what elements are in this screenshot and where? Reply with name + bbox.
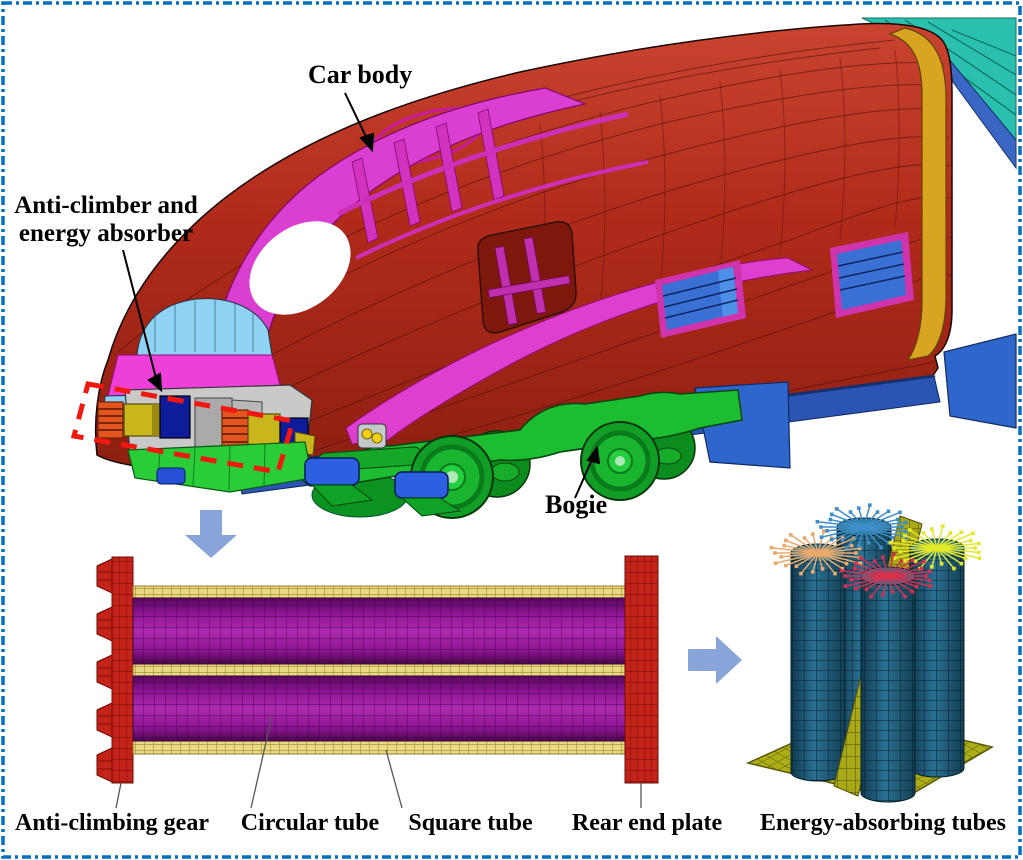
side-window-2	[830, 232, 914, 318]
anti-climber-label-line1: Anti-climber and	[14, 192, 198, 219]
door-opening	[477, 221, 577, 334]
train-model	[70, 17, 1017, 519]
spider-constraint-stars	[769, 503, 982, 599]
tube-right	[909, 538, 965, 778]
anti-climber-label-line2: energy absorber	[18, 220, 194, 247]
square-tube-label: Square tube	[408, 810, 533, 836]
wheelset-rear	[580, 421, 660, 501]
label-arrows	[122, 92, 601, 499]
rear-end-plate-shape	[624, 555, 659, 784]
nose-front	[97, 298, 462, 517]
anti-climber-label: Anti-climber and energy absorber	[8, 192, 204, 248]
energy-absorbing-tubes-label: Energy-absorbing tubes	[759, 810, 1007, 836]
annotation-arrows	[122, 92, 742, 684]
square-tube-shape	[132, 585, 626, 755]
windshield-opening	[249, 221, 351, 315]
anti-climbing-gear-label: Anti-climbing gear	[15, 810, 209, 836]
tube-front	[860, 566, 916, 803]
circular-tube-label: Circular tube	[240, 810, 380, 836]
zoom-to-detail-down-arrow	[185, 510, 237, 558]
bogie-label: Bogie	[545, 490, 608, 519]
body-mesh-ribs	[539, 44, 934, 331]
leader-lines	[115, 715, 642, 809]
side-window-1	[655, 260, 746, 338]
detail-absorber	[96, 555, 659, 809]
rear-end-band	[888, 27, 947, 361]
anti-climbing-gear-shape	[96, 556, 134, 784]
zoom-to-detail-right-arrow	[688, 636, 742, 684]
circular-tube-shape	[132, 597, 626, 742]
side-window-band	[345, 257, 814, 445]
detail-tubes	[745, 503, 994, 803]
bogie-model	[296, 389, 743, 519]
lifting-lug-1	[304, 457, 360, 486]
lifting-lug-2	[394, 471, 449, 499]
anti-climber-unit-1	[97, 395, 191, 439]
underfloor-panel-right	[943, 333, 1017, 429]
rear-end-plate-label: Rear end plate	[571, 810, 723, 836]
red-dashed-highlight	[70, 381, 297, 475]
car-body-label: Car body	[308, 60, 413, 89]
tube-left	[790, 543, 846, 782]
